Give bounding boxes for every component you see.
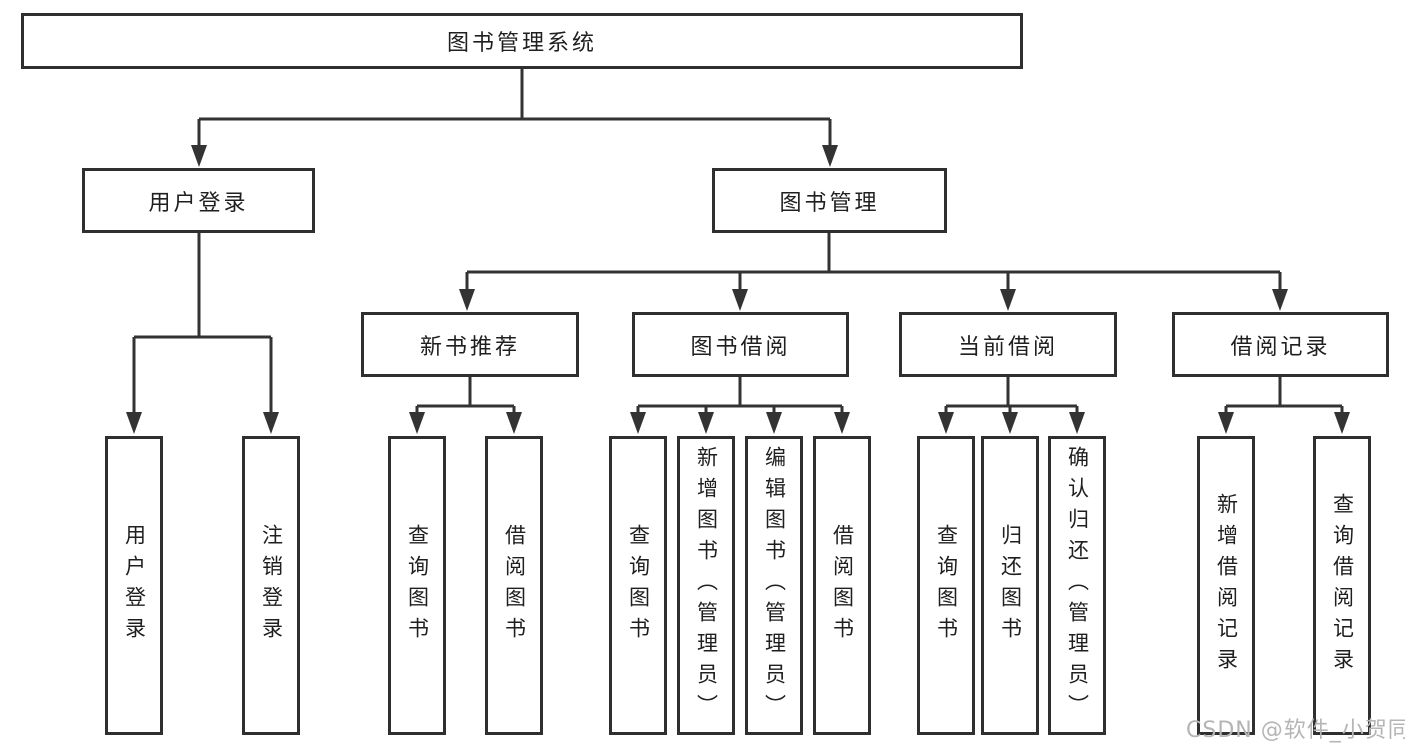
arrow-down-icon bbox=[698, 412, 714, 434]
leaf-label: 借阅图书 bbox=[502, 523, 527, 648]
connector-borrow-to-leaves bbox=[636, 377, 844, 418]
node-book-management: 图书管理 bbox=[712, 168, 947, 233]
arrow-down-icon bbox=[1002, 412, 1018, 434]
arrow-down-icon bbox=[263, 412, 279, 434]
leaf-label: 新增图书（管理员） bbox=[694, 446, 719, 725]
node-current-borrow-label: 当前借阅 bbox=[957, 334, 1058, 360]
connector-root-to-level2 bbox=[197, 69, 832, 150]
leaf-label: 查询图书 bbox=[405, 523, 430, 648]
leaf-label: 新增借阅记录 bbox=[1214, 492, 1239, 679]
leaf-label: 确认归还（管理员） bbox=[1065, 446, 1090, 725]
arrow-down-icon bbox=[834, 412, 850, 434]
leaf-label: 查询图书 bbox=[934, 523, 959, 648]
leaf-label: 注销登录 bbox=[259, 523, 284, 648]
leaf-confirm-return-admin: 确认归还（管理员） bbox=[1048, 436, 1106, 735]
node-borrow-record-label: 借阅记录 bbox=[1230, 334, 1331, 360]
leaf-query-borrow-record: 查询借阅记录 bbox=[1313, 436, 1371, 735]
leaf-label: 归还图书 bbox=[998, 523, 1023, 648]
arrow-down-icon bbox=[409, 412, 425, 434]
leaf-query-book-current: 查询图书 bbox=[917, 436, 975, 735]
node-new-book-recommend-label: 新书推荐 bbox=[419, 334, 520, 360]
arrow-down-icon bbox=[1069, 412, 1085, 434]
arrow-down-icon bbox=[126, 412, 142, 434]
leaf-label: 用户登录 bbox=[122, 523, 147, 648]
node-user-login: 用户登录 bbox=[82, 168, 315, 233]
leaf-borrow-book: 借阅图书 bbox=[813, 436, 871, 735]
leaf-label: 编辑图书（管理员） bbox=[762, 446, 787, 725]
leaf-logout: 注销登录 bbox=[242, 436, 300, 735]
node-book-management-label: 图书管理 bbox=[779, 190, 880, 216]
leaf-return-book: 归还图书 bbox=[981, 436, 1039, 735]
connector-newbook-to-leaves bbox=[415, 377, 516, 418]
node-user-login-label: 用户登录 bbox=[148, 190, 249, 216]
node-root-label: 图书管理系统 bbox=[446, 31, 597, 56]
node-new-book-recommend: 新书推荐 bbox=[361, 312, 579, 377]
arrowheads bbox=[126, 145, 1350, 434]
leaf-add-borrow-record: 新增借阅记录 bbox=[1197, 436, 1255, 735]
node-borrow-record: 借阅记录 bbox=[1172, 312, 1389, 377]
connector-record-to-leaves bbox=[1224, 377, 1344, 418]
arrow-down-icon bbox=[459, 289, 475, 311]
node-root-system: 图书管理系统 bbox=[21, 13, 1023, 69]
connector-bookmgmt-to-level3 bbox=[465, 233, 1282, 294]
arrow-down-icon bbox=[506, 412, 522, 434]
leaf-user-login: 用户登录 bbox=[105, 436, 163, 735]
leaf-query-book-borrow: 查询图书 bbox=[609, 436, 667, 735]
arrow-down-icon bbox=[822, 145, 838, 167]
leaf-label: 查询图书 bbox=[626, 523, 651, 648]
arrow-down-icon bbox=[630, 412, 646, 434]
leaf-add-book-admin: 新增图书（管理员） bbox=[677, 436, 735, 735]
leaf-label: 查询借阅记录 bbox=[1330, 492, 1355, 679]
watermark: CSDN @软件_小贺同学 bbox=[1186, 718, 1405, 743]
leaf-edit-book-admin: 编辑图书（管理员） bbox=[745, 436, 803, 735]
arrow-down-icon bbox=[732, 289, 748, 311]
arrow-down-icon bbox=[766, 412, 782, 434]
leaf-borrow-book-recommend: 借阅图书 bbox=[485, 436, 543, 735]
connector-current-to-leaves bbox=[944, 377, 1079, 418]
arrow-down-icon bbox=[1272, 289, 1288, 311]
arrow-down-icon bbox=[1000, 289, 1016, 311]
arrow-down-icon bbox=[191, 145, 207, 167]
leaf-query-book-recommend: 查询图书 bbox=[388, 436, 446, 735]
node-book-borrow: 图书借阅 bbox=[632, 312, 849, 377]
arrow-down-icon bbox=[938, 412, 954, 434]
leaf-label: 借阅图书 bbox=[830, 523, 855, 648]
connector-userlogin-to-leaves bbox=[132, 233, 273, 418]
arrow-down-icon bbox=[1334, 412, 1350, 434]
node-book-borrow-label: 图书借阅 bbox=[690, 334, 791, 360]
arrow-down-icon bbox=[1218, 412, 1234, 434]
node-current-borrow: 当前借阅 bbox=[899, 312, 1117, 377]
